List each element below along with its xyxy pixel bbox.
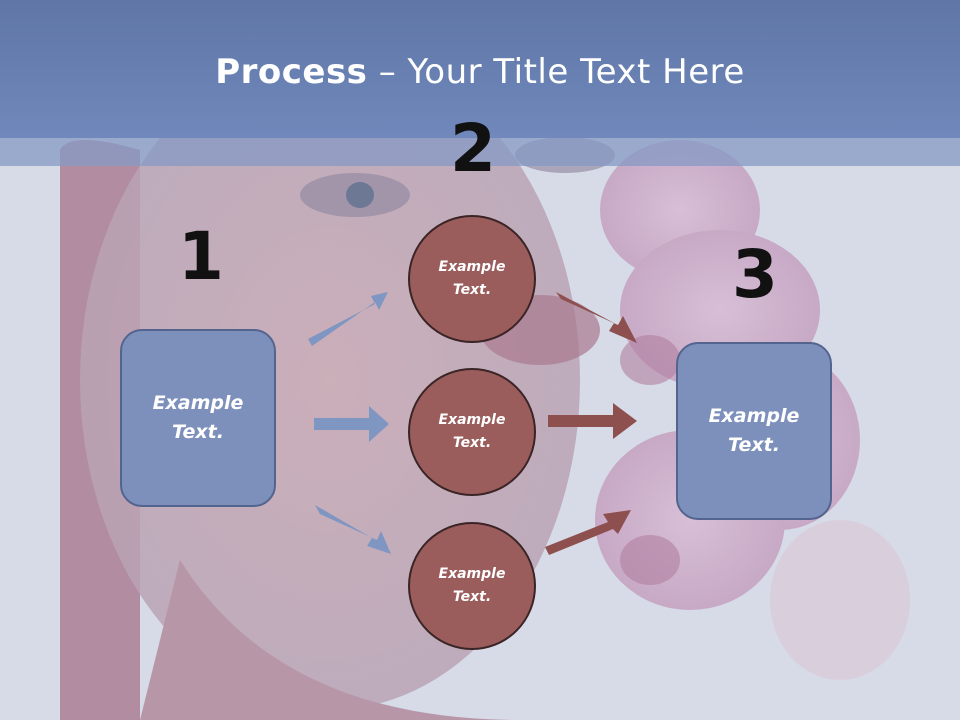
arrow-left-to-top [308, 292, 388, 346]
circle-middle-label: Example Text. [438, 412, 506, 451]
arrow-bottom-to-right [545, 510, 631, 555]
circle-middle[interactable]: Example Text. [408, 368, 536, 496]
arrow-middle-to-right [548, 403, 637, 439]
right-box-label: Example Text. [708, 405, 800, 456]
circle-bottom[interactable]: Example Text. [408, 522, 536, 650]
slide-title[interactable]: Process – Your Title Text Here [0, 52, 960, 92]
circle-top[interactable]: Example Text. [408, 215, 536, 343]
step-number-1: 1 [178, 218, 224, 295]
step-number-3: 3 [732, 236, 778, 313]
title-bar [0, 0, 960, 138]
circle-bottom-label: Example Text. [438, 566, 506, 605]
title-strong: Process [215, 52, 368, 92]
arrow-top-to-right [556, 292, 637, 343]
title-strip [0, 138, 960, 166]
step-number-2: 2 [450, 110, 496, 187]
arrow-left-to-bottom [315, 505, 391, 554]
left-box[interactable]: Example Text. [120, 329, 276, 507]
arrow-left-to-middle [314, 406, 389, 442]
title-rest: – Your Title Text Here [367, 52, 745, 92]
left-box-label: Example Text. [152, 392, 244, 443]
right-box[interactable]: Example Text. [676, 342, 832, 520]
circle-top-label: Example Text. [438, 259, 506, 298]
